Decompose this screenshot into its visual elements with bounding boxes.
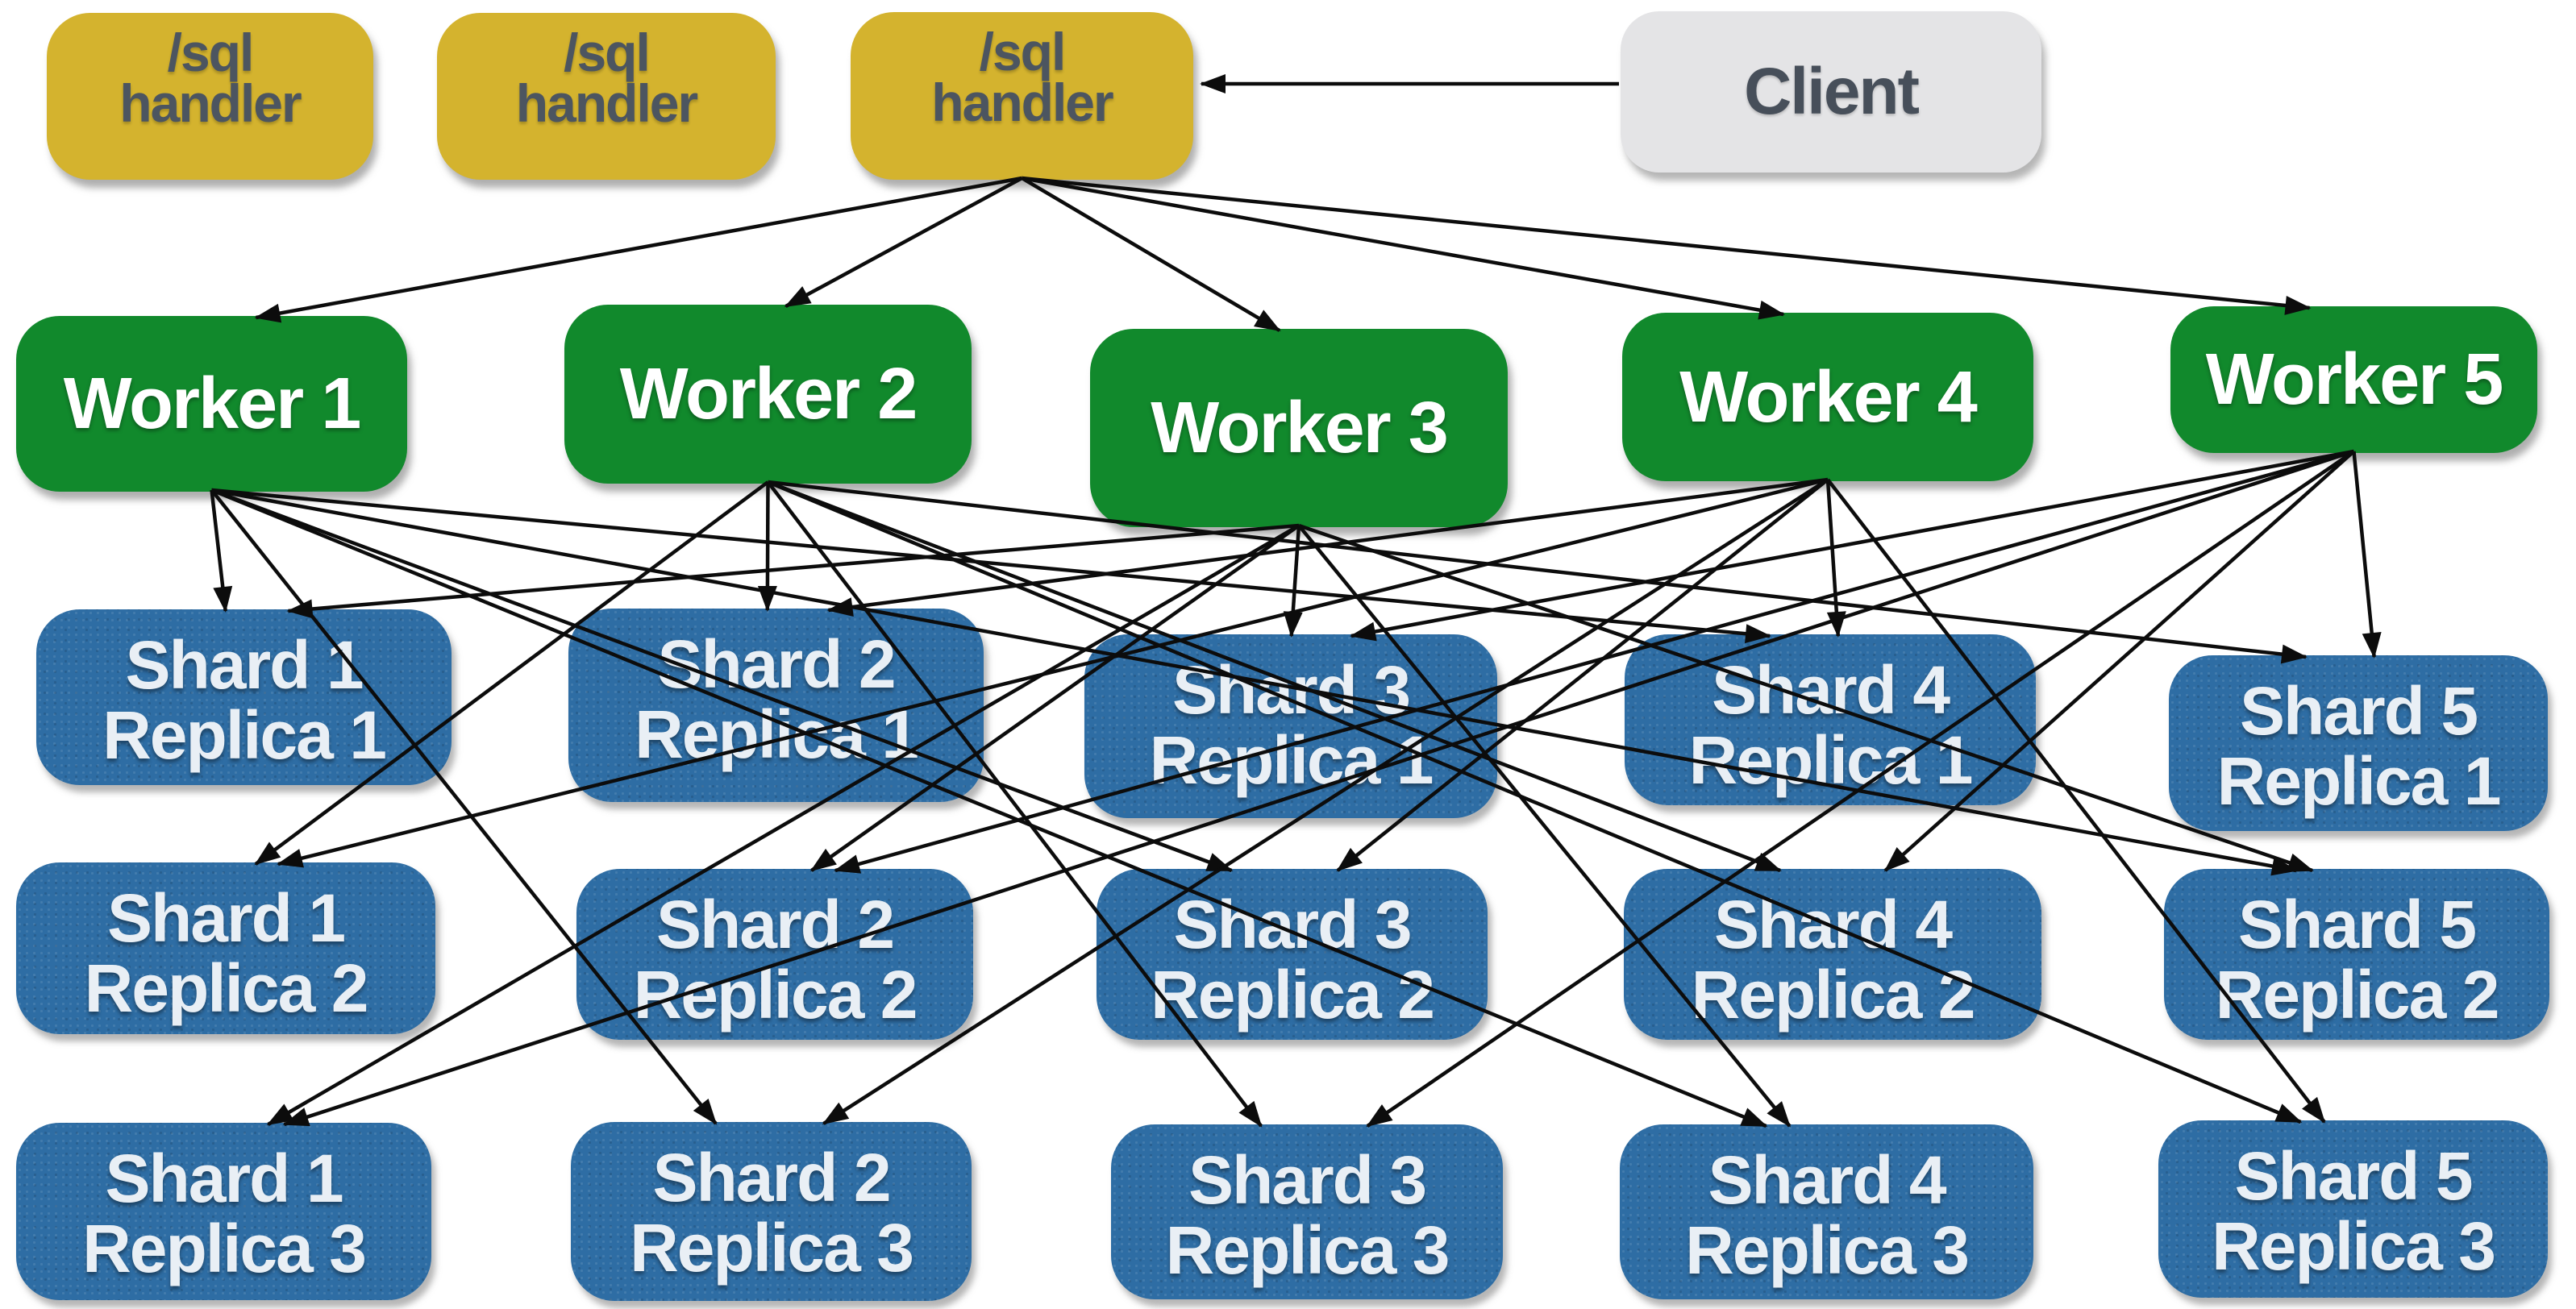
node-label-line: Worker 5: [2205, 339, 2504, 420]
node-label-line: Replica 1: [1149, 722, 1434, 799]
node-label-line: Shard 5: [2234, 1138, 2473, 1214]
node-label-line: Shard 2: [655, 887, 895, 962]
node-label-line: Replica 3: [82, 1211, 367, 1287]
node-label-line: Shard 5: [2237, 887, 2477, 962]
node-label-line: Replica 3: [2212, 1208, 2496, 1285]
node-label-line: Worker 3: [1151, 388, 1449, 468]
node-worker-2: Worker 2: [564, 305, 972, 484]
node-label-line: Worker 2: [619, 354, 918, 434]
node-label-line: Replica 1: [2216, 743, 2502, 820]
node-label-line: Worker 4: [1679, 356, 1978, 438]
edge-worker-3-to-s3r1: [1283, 525, 1303, 638]
node-label-line: handler: [931, 72, 1113, 132]
edge-worker-4-to-s1r2: [277, 477, 1829, 868]
node-label-line: Replica 1: [102, 697, 387, 774]
node-label-line: Shard 2: [652, 1140, 891, 1216]
node-label-line: Shard 2: [657, 626, 896, 702]
node-label-line: Replica 1: [1688, 722, 1974, 799]
node-worker-1: Worker 1: [16, 316, 407, 492]
node-label-line: Shard 1: [125, 627, 364, 703]
edge-worker-3-to-s1r1: [286, 523, 1300, 619]
node-label-line: /sql: [979, 22, 1067, 81]
node-client: Client: [1621, 11, 2041, 172]
edge-worker-5-to-s5r1: [2352, 451, 2382, 659]
edge-worker-1-to-s4r1: [211, 488, 1771, 644]
node-worker-3: Worker 3: [1090, 329, 1508, 527]
node-label-line: Replica 2: [1691, 957, 1976, 1033]
node-label-line: Shard 1: [105, 1141, 343, 1216]
node-label-line: Replica 3: [630, 1210, 914, 1286]
node-label-line: /sql: [167, 23, 255, 82]
node-label-line: /sql: [564, 23, 651, 82]
edge-worker-1-to-s1r1: [210, 489, 233, 613]
node-worker-4: Worker 4: [1622, 313, 2033, 481]
edge-worker-4-to-s4r1: [1825, 479, 1846, 638]
edge-worker-2-to-s5r1: [768, 480, 2308, 664]
node-label-line: Shard 4: [1708, 1142, 1946, 1218]
node-label-line: Replica 3: [1685, 1212, 1970, 1289]
edge-handler-3-to-worker-4: [1022, 176, 1785, 320]
node-worker-5: Worker 5: [2170, 306, 2537, 453]
edge-worker-5-to-s2r2: [834, 449, 2355, 874]
node-label-line: Shard 4: [1711, 652, 1950, 728]
edge-handler-3-to-worker-1: [254, 176, 1022, 323]
node-label-line: Shard 4: [1713, 887, 1953, 962]
edge-handler-3-to-worker-2: [784, 177, 1023, 308]
node-label-line: handler: [119, 73, 302, 133]
node-label-line: Shard 3: [1171, 652, 1411, 728]
node-label-line: Shard 3: [1173, 887, 1412, 962]
edge-handler-3-to-worker-3: [1021, 177, 1281, 332]
node-label-line: Client: [1744, 55, 1920, 128]
node-label-line: Shard 1: [106, 880, 346, 956]
edge-handler-3-to-worker-5: [1022, 176, 2312, 315]
node-label-line: Replica 2: [1151, 957, 1435, 1033]
node-label-line: Replica 3: [1165, 1212, 1450, 1289]
node-label-line: Worker 1: [63, 364, 362, 444]
node-label-line: Shard 3: [1188, 1142, 1427, 1218]
node-label-line: Replica 2: [84, 950, 369, 1027]
edge-worker-1-to-s4r3: [210, 488, 1768, 1128]
node-label-line: Replica 1: [635, 696, 919, 773]
node-label-line: Shard 5: [2239, 673, 2478, 749]
node-label-line: handler: [515, 73, 698, 133]
node-label-line: Replica 2: [2215, 957, 2500, 1033]
edge-worker-2-to-s5r3: [767, 480, 2303, 1124]
node-label-line: Replica 2: [633, 957, 918, 1033]
